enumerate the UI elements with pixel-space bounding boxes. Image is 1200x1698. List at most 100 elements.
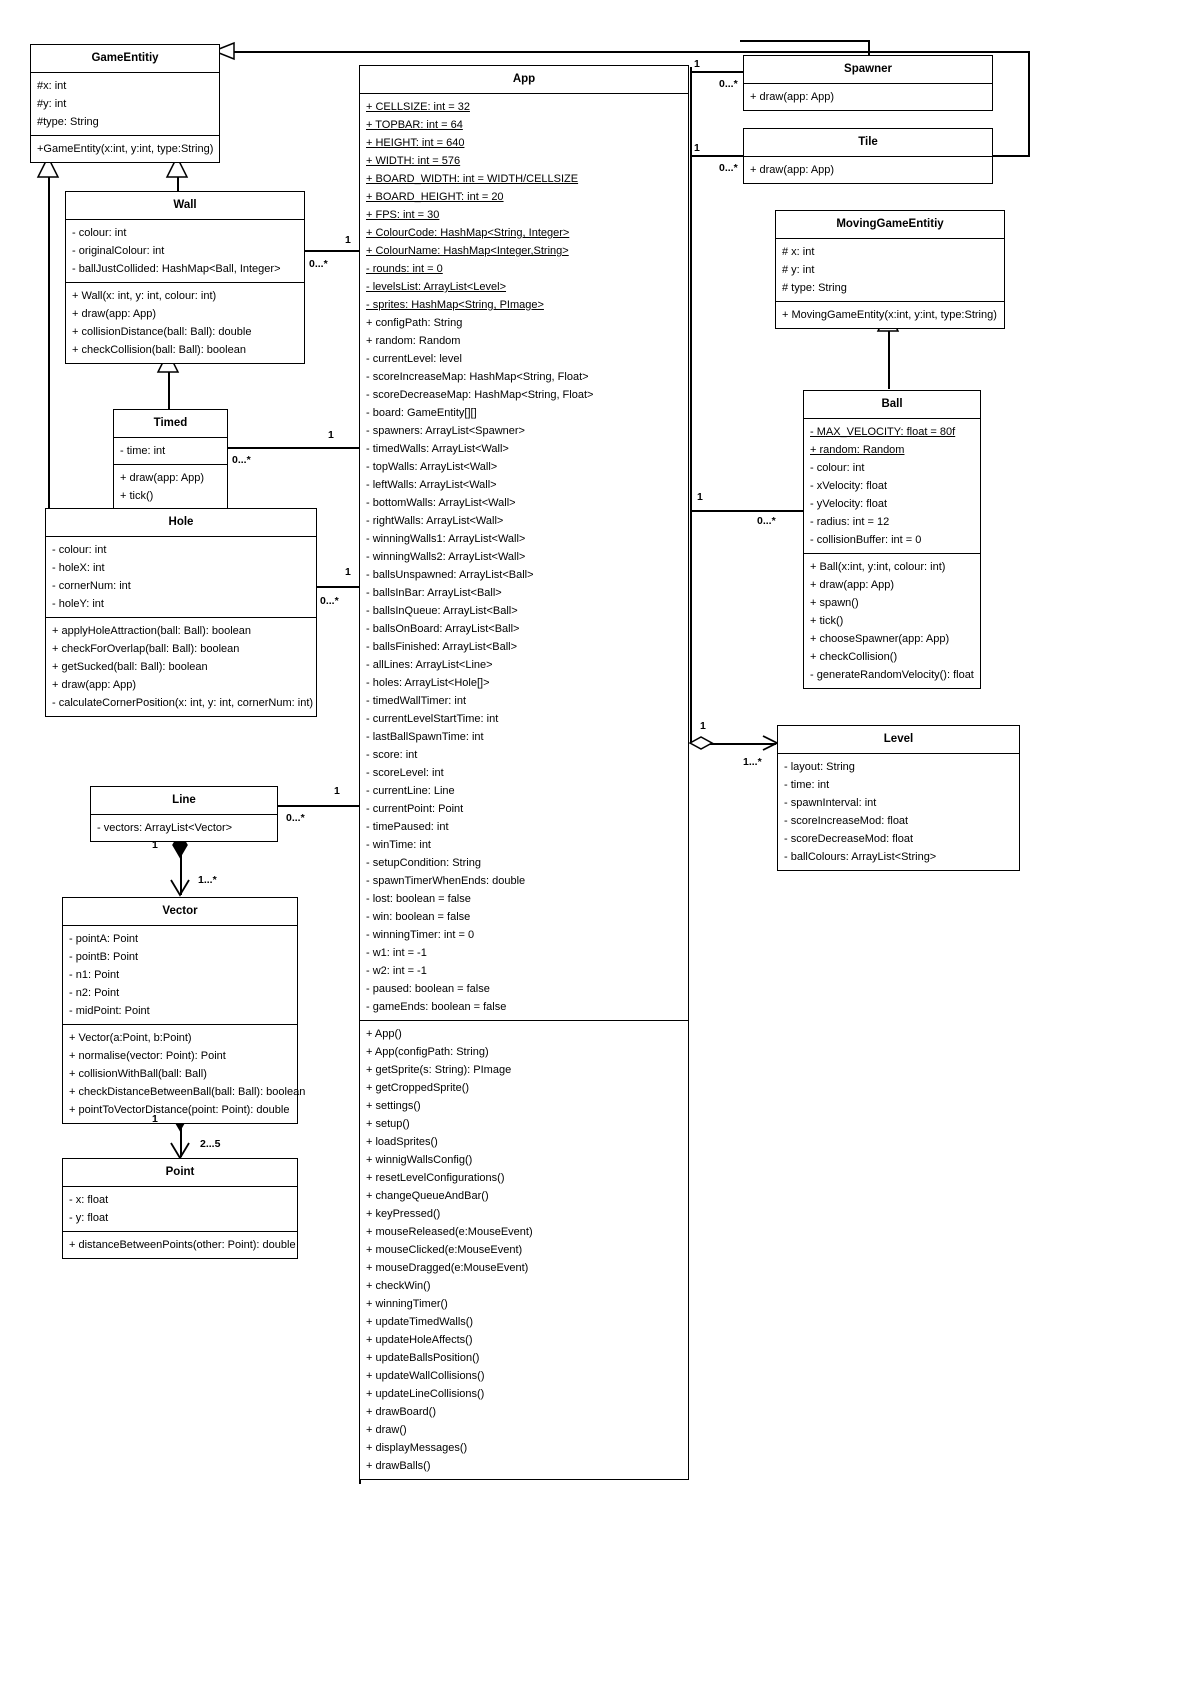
member: - spawnTimerWhenEnds: double	[366, 875, 526, 887]
app-right-spine	[690, 67, 692, 743]
member: - holeX: int	[52, 562, 105, 574]
class-box-level[interactable]: Level - layout: String - time: int - spa…	[777, 725, 1020, 871]
member: - n1: Point	[69, 969, 120, 981]
attributes-app: + CELLSIZE: int = 32+ TOPBAR: int = 64+ …	[360, 93, 688, 1020]
class-box-point[interactable]: Point - x: float - y: float + distanceBe…	[62, 1158, 298, 1259]
mult-vector-point-one: 1	[152, 1113, 158, 1125]
class-box-tile[interactable]: Tile + draw(app: App)	[743, 128, 993, 184]
member: + draw()	[366, 1424, 407, 1436]
mult-app-timed-one: 1	[328, 429, 334, 441]
member: + Ball(x:int, y:int, colour: int)	[810, 561, 946, 573]
class-title-line: Line	[91, 787, 277, 814]
class-box-spawner[interactable]: Spawner + draw(app: App)	[743, 55, 993, 111]
attributes-level: - layout: String - time: int - spawnInte…	[778, 753, 1019, 870]
member: + random: Random	[366, 335, 461, 347]
member: - scoreLevel: int	[366, 767, 444, 779]
member: + checkWin()	[366, 1280, 431, 1292]
member: - layout: String	[784, 761, 855, 773]
attributes-point: - x: float - y: float	[63, 1186, 297, 1231]
class-box-hole[interactable]: Hole - colour: int - holeX: int - corner…	[45, 508, 317, 717]
member: - scoreIncreaseMap: HashMap<String, Floa…	[366, 371, 589, 383]
class-box-gameentity[interactable]: GameEntitiy #x: int #y: int #type: Strin…	[30, 44, 220, 163]
member: - rightWalls: ArrayList<Wall>	[366, 515, 504, 527]
member: - board: GameEntity[][]	[366, 407, 477, 419]
member: + getSprite(s: String): PImage	[366, 1064, 512, 1076]
member: + BOARD_WIDTH: int = WIDTH/CELLSIZE	[366, 173, 579, 185]
member: + checkDistanceBetweenBall(ball: Ball): …	[69, 1086, 306, 1098]
member: # x: int	[782, 246, 815, 258]
member: + mouseClicked(e:MouseEvent)	[366, 1244, 523, 1256]
member: - vectors: ArrayList<Vector>	[97, 822, 233, 834]
member: - allLines: ArrayList<Line>	[366, 659, 493, 671]
member: + CELLSIZE: int = 32	[366, 101, 470, 113]
class-title-wall: Wall	[66, 192, 304, 219]
member: - yVelocity: float	[810, 498, 888, 510]
member: #type: String	[37, 116, 99, 128]
member: - timedWallTimer: int	[366, 695, 467, 707]
member: + loadSprites()	[366, 1136, 438, 1148]
member: + draw(app: App)	[52, 679, 137, 691]
member: + draw(app: App)	[72, 308, 157, 320]
edge-timed-to-wall	[168, 352, 170, 410]
member: + App()	[366, 1028, 402, 1040]
member: + pointToVectorDistance(point: Point): d…	[69, 1104, 290, 1116]
mult-vector-point-many: 2...5	[200, 1138, 221, 1150]
member: + ColourCode: HashMap<String, Integer>	[366, 227, 570, 239]
class-title-ball: Ball	[804, 391, 980, 418]
class-box-ball[interactable]: Ball - MAX_VELOCITY: float = 80f+ random…	[803, 390, 981, 689]
member: - originalColour: int	[72, 245, 165, 257]
methods-wall: + Wall(x: int, y: int, colour: int) + dr…	[66, 282, 304, 363]
member: + WIDTH: int = 576	[366, 155, 461, 167]
member: - currentLevel: level	[366, 353, 462, 365]
edge-spawner-top-connector	[740, 40, 870, 42]
member: + drawBalls()	[366, 1460, 431, 1472]
member: - sprites: HashMap<String, PImage>	[366, 299, 544, 311]
member: - holes: ArrayList<Hole[]>	[366, 677, 490, 689]
member: - currentPoint: Point	[366, 803, 464, 815]
member: - x: float	[69, 1194, 109, 1206]
member: + collisionWithBall(ball: Ball)	[69, 1068, 207, 1080]
member: + resetLevelConfigurations()	[366, 1172, 505, 1184]
member: - MAX_VELOCITY: float = 80f	[810, 426, 956, 438]
member: - spawners: ArrayList<Spawner>	[366, 425, 525, 437]
methods-spawner: + draw(app: App)	[744, 83, 992, 110]
class-box-line[interactable]: Line - vectors: ArrayList<Vector>	[90, 786, 278, 842]
member: - setupCondition: String	[366, 857, 481, 869]
class-box-vector[interactable]: Vector - pointA: Point - pointB: Point -…	[62, 897, 306, 1124]
member: - calculateCornerPosition(x: int, y: int…	[52, 697, 314, 709]
member: # type: String	[782, 282, 847, 294]
attributes-movinggameentity: # x: int # y: int # type: String	[776, 238, 1004, 301]
member: + draw(app: App)	[810, 579, 895, 591]
member: - bottomWalls: ArrayList<Wall>	[366, 497, 516, 509]
member: - winningWalls2: ArrayList<Wall>	[366, 551, 526, 563]
class-title-movinggameentity: MovingGameEntitiy	[776, 211, 1004, 238]
member: + mouseDragged(e:MouseEvent)	[366, 1262, 529, 1274]
class-box-app[interactable]: App + CELLSIZE: int = 32+ TOPBAR: int = …	[359, 65, 689, 1480]
edge-app-wall	[305, 250, 361, 252]
member: #x: int	[37, 80, 67, 92]
edge-spawner-tile-to-gameentity	[232, 51, 1030, 53]
member: +GameEntity(x:int, y:int, type:String)	[37, 143, 214, 155]
attributes-line: - vectors: ArrayList<Vector>	[91, 814, 277, 841]
member: + getSucked(ball: Ball): boolean	[52, 661, 208, 673]
member: + winningTimer()	[366, 1298, 448, 1310]
member: + HEIGHT: int = 640	[366, 137, 465, 149]
member: - colour: int	[72, 227, 127, 239]
member: + tick()	[810, 615, 844, 627]
member: - timedWalls: ArrayList<Wall>	[366, 443, 509, 455]
mult-app-tile-many: 0...*	[719, 162, 738, 174]
member: - n2: Point	[69, 987, 120, 999]
class-title-point: Point	[63, 1159, 297, 1186]
edge-app-timed	[228, 447, 361, 449]
member: + draw(app: App)	[750, 164, 835, 176]
member: - cornerNum: int	[52, 580, 131, 592]
member: + updateBallsPosition()	[366, 1352, 480, 1364]
edge-line-vector	[180, 840, 182, 895]
edge-app-hole	[317, 586, 361, 588]
attributes-timed: - time: int	[114, 437, 227, 464]
mult-line-vector-many: 1...*	[198, 874, 217, 886]
class-box-wall[interactable]: Wall - colour: int - originalColour: int…	[65, 191, 305, 364]
class-box-movinggameentity[interactable]: MovingGameEntitiy # x: int # y: int # ty…	[775, 210, 1005, 329]
class-box-timed[interactable]: Timed - time: int + draw(app: App) + tic…	[113, 409, 228, 510]
methods-tile: + draw(app: App)	[744, 156, 992, 183]
